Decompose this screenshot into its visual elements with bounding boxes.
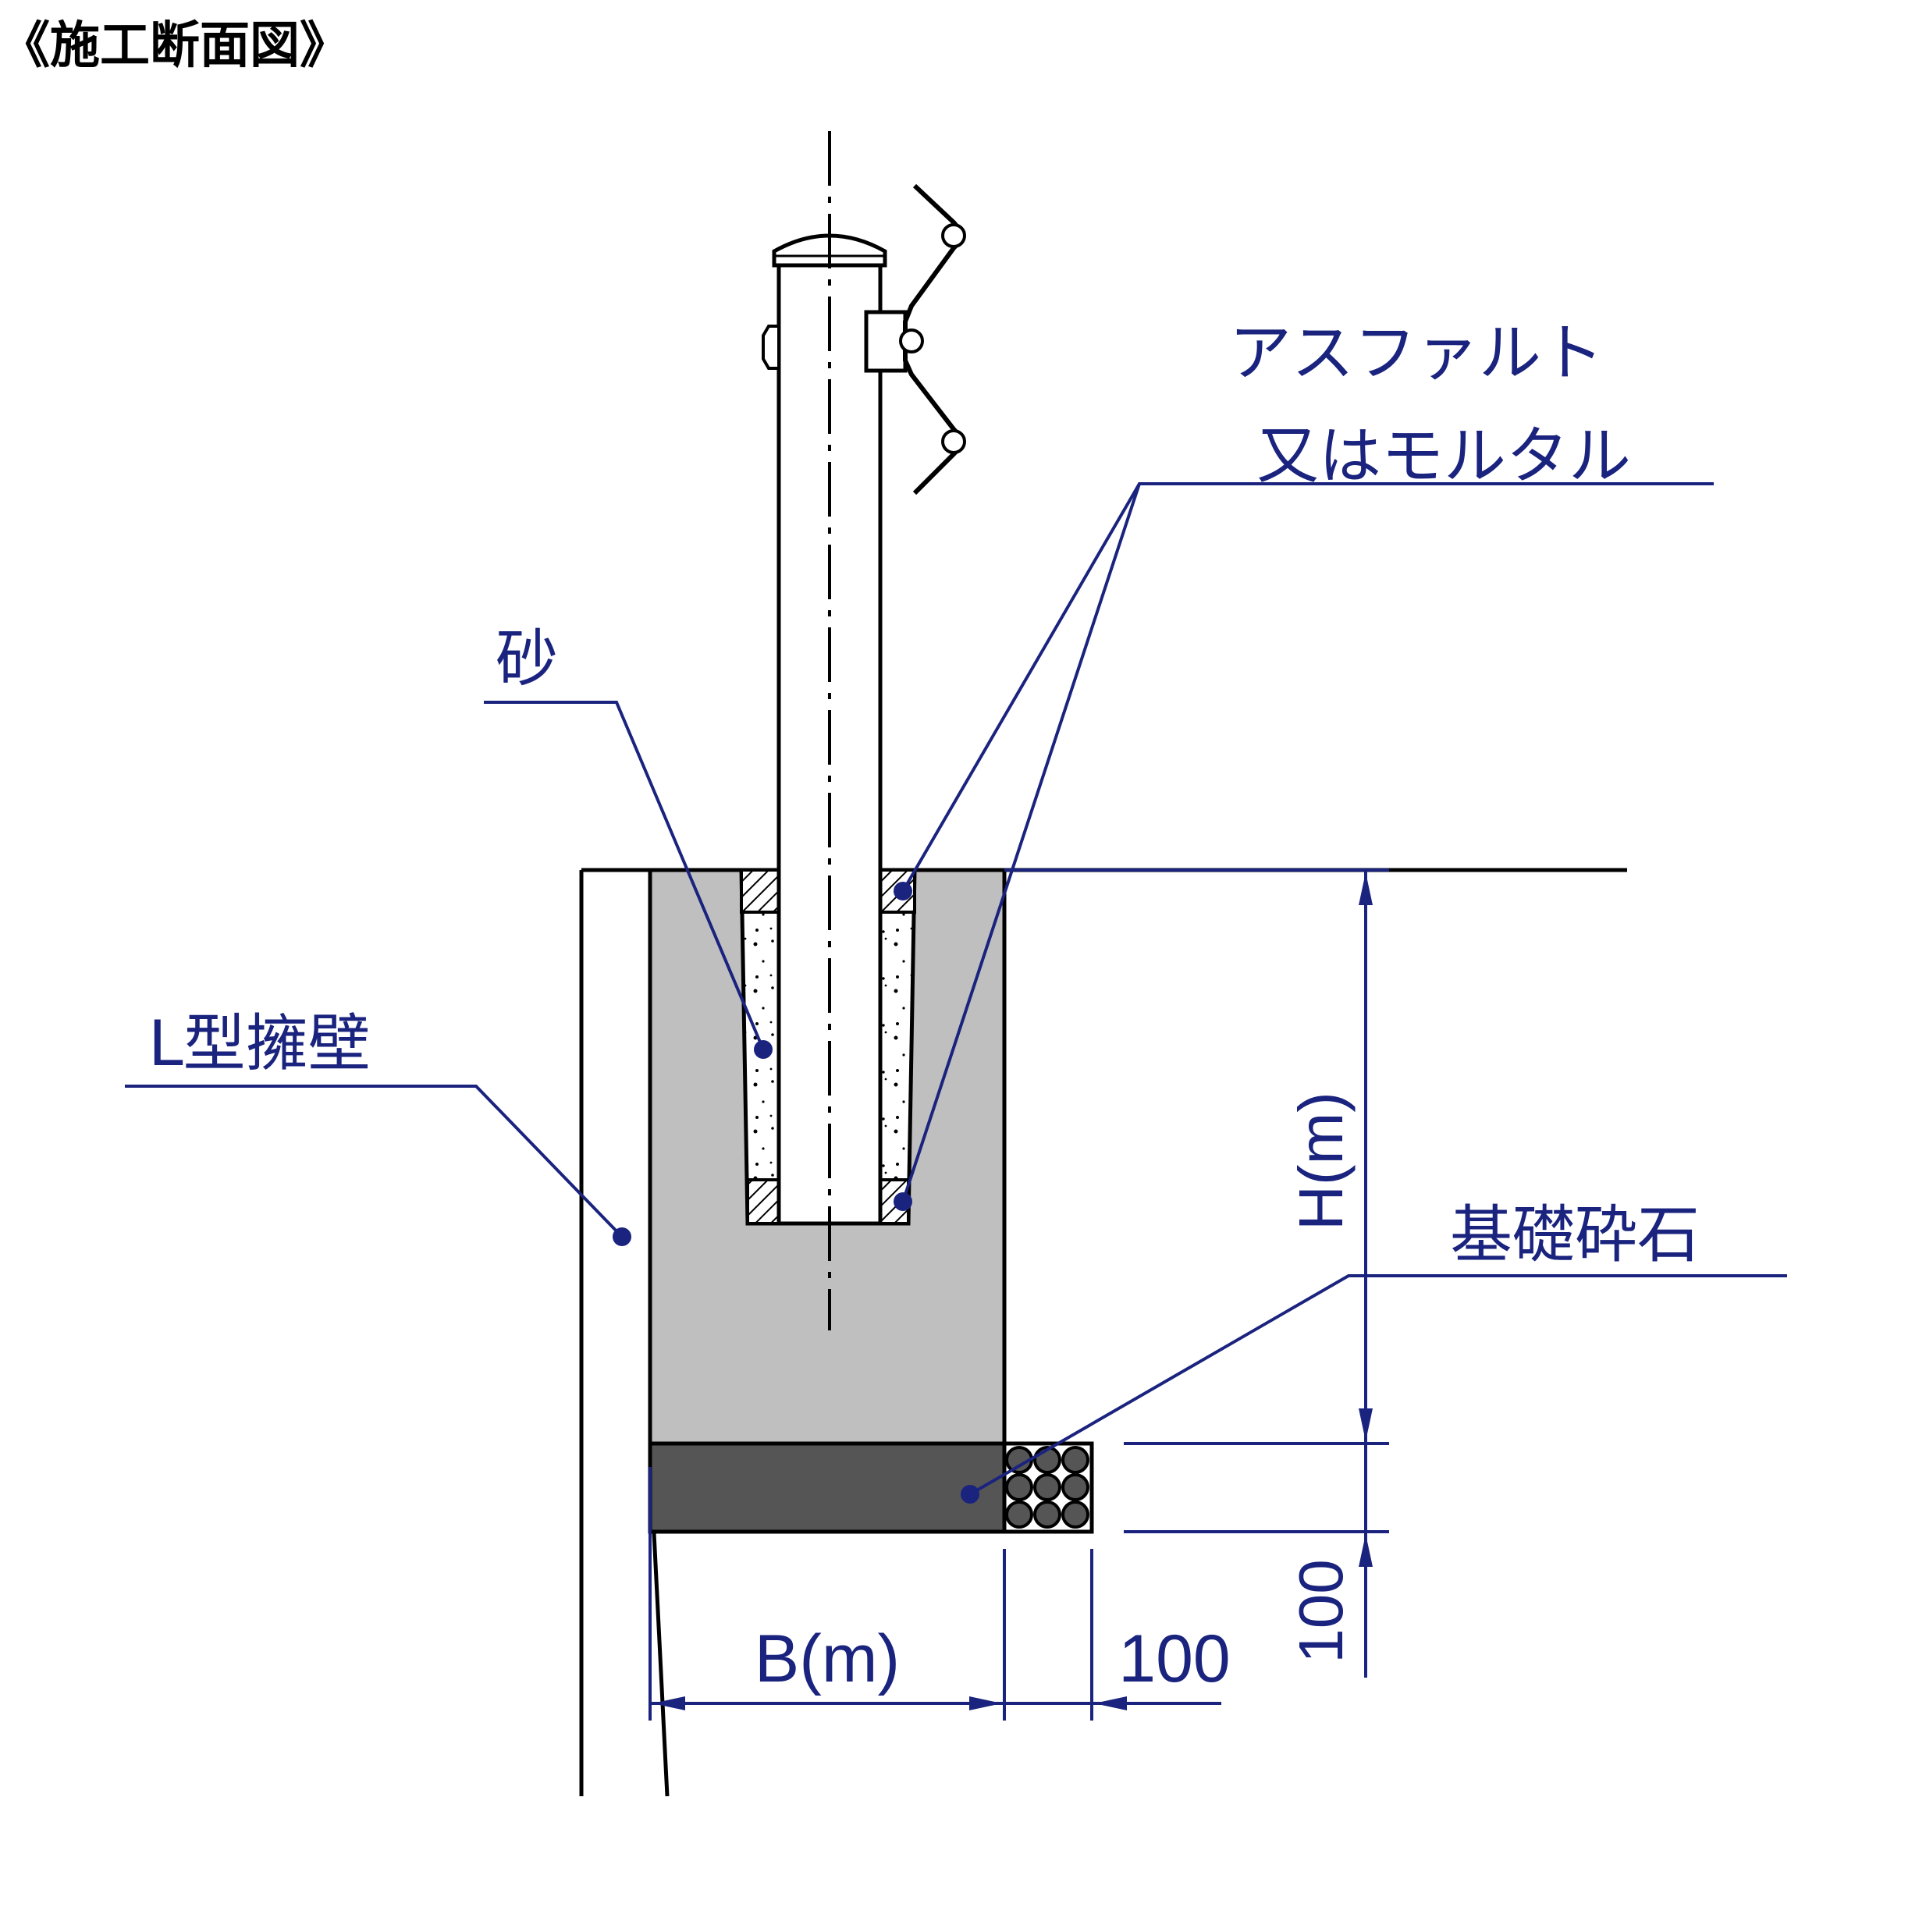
bolt-head: [762, 325, 780, 370]
leader-base-gravel: [969, 1274, 1787, 1496]
leader-dot-l-wall: [613, 1227, 631, 1246]
leader-dot-sand: [754, 1040, 773, 1059]
base-gravel-layer: [648, 1441, 1007, 1534]
arrow-b-right: [969, 1696, 1002, 1710]
asphalt-cap-left-top: [740, 868, 780, 914]
gravel-stones: [1005, 1446, 1089, 1529]
beam-bolt-middle: [899, 329, 924, 353]
page-title: 《施工断面図》: [0, 17, 350, 75]
dim-label-width: B(m): [755, 1621, 900, 1696]
bracket: [864, 310, 908, 373]
leader-dot-asphalt-top: [894, 882, 912, 900]
dim-label-height: H(m): [1286, 1092, 1356, 1231]
arrow-b-left: [652, 1696, 685, 1710]
leader-asphalt: [901, 482, 1714, 1202]
arrow-h-top: [1359, 872, 1373, 905]
leader-sand: [484, 701, 765, 1050]
label-sand: 砂: [496, 623, 558, 695]
arrow-100-left: [1094, 1696, 1127, 1710]
beam-bolt-top: [941, 223, 966, 248]
arrow-100-up: [1359, 1534, 1373, 1567]
dim-label-gravel-extension: 100: [1118, 1621, 1231, 1696]
dim-label-gravel-thickness: 100: [1286, 1559, 1356, 1663]
leader-dot-base-gravel: [961, 1485, 979, 1504]
beam-bolt-bottom: [941, 429, 966, 454]
label-l-wall: L型擁壁: [148, 1007, 371, 1080]
arrow-h-bottom: [1359, 1408, 1373, 1441]
leader-dot-asphalt-bottom: [894, 1192, 912, 1211]
label-asphalt-line1: アスファルト: [1229, 317, 1604, 389]
asphalt-cap-left-bottom: [746, 1178, 780, 1225]
leader-l-wall: [125, 1085, 624, 1238]
extension-lines: [649, 868, 1389, 1721]
label-base-gravel: 基礎砕石: [1450, 1199, 1700, 1271]
label-asphalt-line2: 又はモルタル: [1256, 420, 1631, 492]
